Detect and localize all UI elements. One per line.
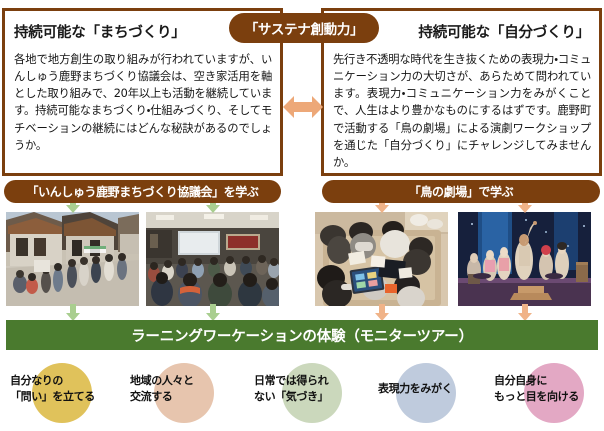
outcome-label-5-line2: もっと目を向ける: [494, 389, 579, 403]
section-header-tori-no-gekijo: 「鳥の劇場」で学ぶ: [322, 180, 600, 203]
bidirectional-arrow-icon: [283, 92, 323, 122]
down-arrow-icon-left-2-top: [206, 197, 220, 213]
outcome-label-4: 表現力をみがく: [370, 381, 488, 397]
down-arrow-icon-left-2-bottom: [206, 304, 220, 321]
outcome-label-5-line1: 自分自身に: [494, 374, 547, 387]
section-header-machizukuri-kyogikai: 「いんしゅう鹿野まちづくり協議会」を学ぶ: [4, 180, 281, 203]
outcome-bubble-4: 表現力をみがく: [370, 360, 488, 426]
outcome-circle-5: [524, 363, 584, 423]
outcome-label-1: 自分なりの 「問い」を立てる: [2, 373, 120, 404]
center-badge-sustena: 「サステナ創動力」: [229, 13, 379, 43]
outcome-label-2-line1: 地域の人々と: [130, 374, 194, 387]
down-arrow-icon-left-1-top: [66, 197, 80, 213]
outcome-bubble-5: 自分自身に もっと目を向ける: [486, 360, 604, 426]
down-arrow-icon-left-1-bottom: [66, 304, 80, 321]
outcome-label-4-line1: 表現力をみがく: [378, 382, 453, 395]
outcome-label-2-line2: 交流する: [130, 389, 173, 403]
theater-stage-photo: [458, 212, 591, 306]
outcome-circle-4: [396, 363, 456, 423]
workshop-tablet-photo: [315, 212, 448, 306]
outcome-circle-3: [282, 363, 342, 423]
outcome-bubble-1: 自分なりの 「問い」を立てる: [2, 360, 120, 426]
panel-right-title: 持続可能な「自分づくり」: [418, 25, 590, 41]
green-banner-learning-workation: ラーニングワーケーションの体験（モニターツアー）: [6, 320, 598, 350]
down-arrow-icon-right-2-bottom: [518, 304, 532, 321]
outcome-bubble-2: 地域の人々と 交流する: [122, 360, 240, 426]
outcome-label-3-line2: ない「気づき」: [254, 389, 329, 403]
outcome-label-1-line2: 「問い」を立てる: [10, 389, 95, 403]
outcome-bubble-3: 日常では得られ ない「気づき」: [246, 360, 364, 426]
down-arrow-icon-right-1-bottom: [375, 304, 389, 321]
panel-right-body: 先行き不透明な時代を生き抜くための表現力・コミュニケーション力の大切さが、あらた…: [333, 53, 591, 169]
outcome-label-2: 地域の人々と 交流する: [122, 373, 240, 404]
down-arrow-icon-right-1-top: [375, 197, 389, 213]
panel-left-title: 持続可能な「まちづくり」: [14, 25, 186, 41]
outcome-label-3-line1: 日常では得られ: [254, 374, 329, 387]
outcome-circle-2: [154, 363, 214, 423]
panel-left-body: 各地で地方創生の取り組みが行われていますが、いんしゅう鹿野まちづくり協議会は、空…: [14, 53, 272, 152]
outcome-circle-1: [32, 363, 92, 423]
outcome-label-1-line1: 自分なりの: [10, 374, 63, 387]
outcome-label-3: 日常では得られ ない「気づき」: [246, 373, 364, 404]
townscape-street-photo: [6, 212, 139, 306]
down-arrow-icon-right-2-top: [518, 197, 532, 213]
community-meeting-photo: [146, 212, 279, 306]
outcome-label-5: 自分自身に もっと目を向ける: [486, 373, 604, 404]
